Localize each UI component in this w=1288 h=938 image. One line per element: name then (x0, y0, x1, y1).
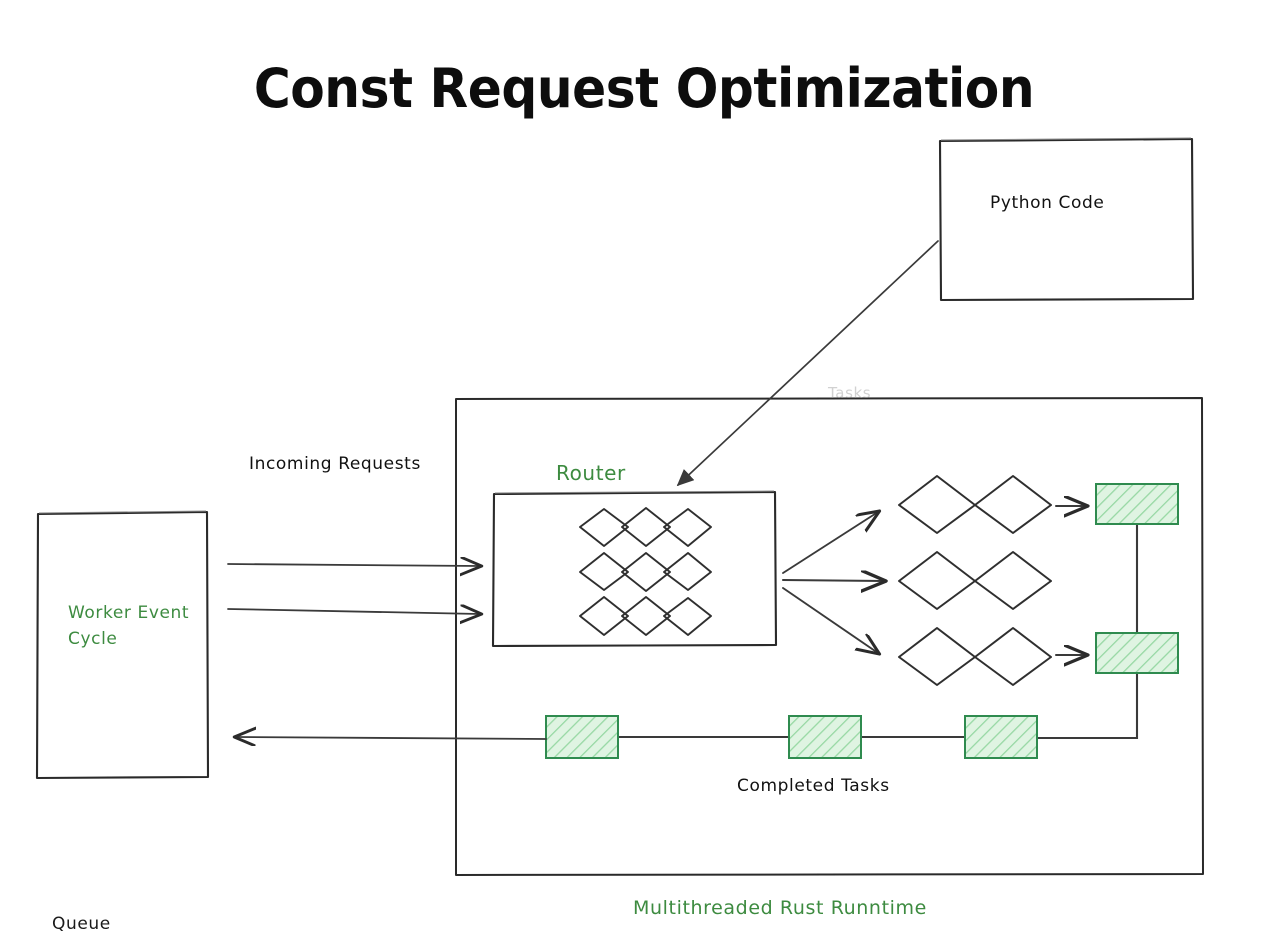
page-title: Const Request Optimization (253, 57, 1035, 120)
lane-3-diamond-a (898, 627, 976, 686)
lane-2-diamond-a (898, 551, 976, 610)
label-incoming-requests: Incoming Requests (249, 454, 421, 474)
label-router: Router (556, 461, 626, 485)
label-python-code: Python Code (990, 193, 1105, 213)
worker-event-cycle-box[interactable] (35, 510, 210, 780)
task-block-top-right (1095, 483, 1179, 525)
worker-lane-diamonds (898, 475, 1052, 686)
task-blocks[interactable] (545, 483, 1179, 759)
task-block-return-3 (964, 715, 1038, 759)
arrow-router-to-lane-3 (782, 587, 878, 653)
label-ghost-bottom-clipped: Queue (52, 914, 111, 934)
label-rust-runtime: Multithreaded Rust Runntime (633, 897, 927, 919)
label-worker-event-cycle: Worker Event Cycle (68, 603, 190, 649)
task-block-return-1 (545, 715, 619, 759)
router-diamond-grid (579, 507, 712, 636)
arrow-router-to-lane-1 (782, 512, 878, 574)
label-completed-tasks: Completed Tasks (737, 776, 890, 796)
task-block-return-2 (788, 715, 862, 759)
lane-1-diamond-b (974, 475, 1052, 534)
lane-1-diamond-a (898, 475, 976, 534)
task-connector-lines (616, 522, 1139, 740)
lane-2-diamond-b (974, 551, 1052, 610)
connector-mid-to-return (1035, 671, 1139, 740)
lane-3-diamond-b (974, 627, 1052, 686)
arrow-incoming-1 (227, 564, 480, 566)
router-box[interactable] (491, 490, 778, 648)
python-code-box[interactable] (938, 137, 1195, 302)
arrow-router-to-lane-2 (781, 580, 884, 581)
label-ghost-top-clipped: Tasks (828, 384, 872, 402)
arrow-completed-return (236, 737, 547, 739)
task-block-mid-right (1095, 632, 1179, 674)
arrow-incoming-2 (227, 609, 480, 614)
arrow-python-to-router (676, 240, 939, 487)
rust-runtime-container[interactable] (455, 397, 1204, 876)
